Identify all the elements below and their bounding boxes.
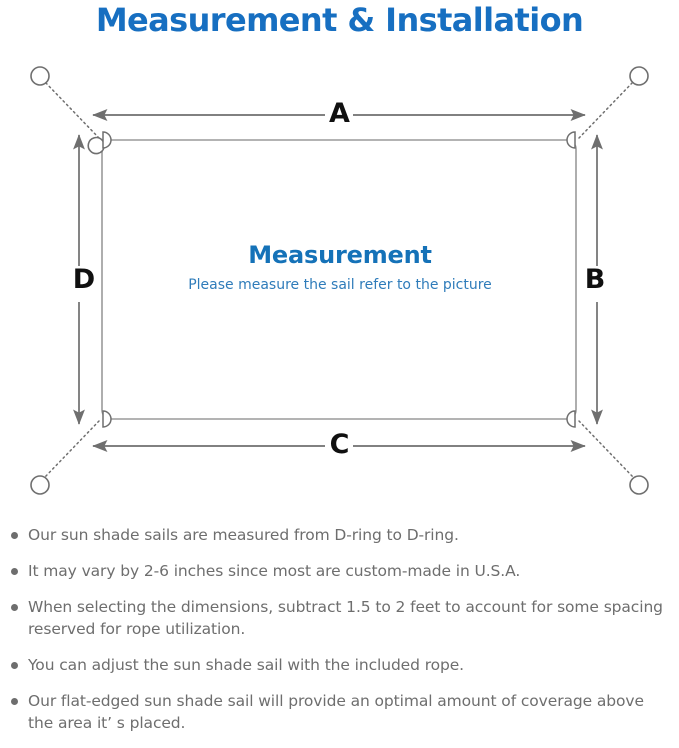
- d-ring-corner-br: [566, 410, 576, 428]
- dimension-label-b: B: [584, 264, 606, 295]
- d-ring-top-left: [87, 136, 106, 155]
- list-item: Our sun shade sails are measured from D-…: [0, 524, 679, 546]
- bullet-icon: [11, 604, 18, 611]
- rope-line-bottom-right: [578, 420, 634, 478]
- rope-line-bottom-left: [44, 420, 100, 478]
- list-item-text: Our sun shade sails are measured from D-…: [28, 526, 459, 544]
- list-item-text: It may vary by 2-6 inches since most are…: [28, 562, 521, 580]
- list-item-text: When selecting the dimensions, subtract …: [28, 598, 663, 638]
- anchor-ring-bottom-left: [30, 475, 50, 495]
- dimension-label-c: C: [329, 429, 350, 460]
- list-item: You can adjust the sun shade sail with t…: [0, 654, 679, 676]
- d-ring-corner-bl: [102, 410, 112, 428]
- bullet-icon: [11, 532, 18, 539]
- sail-panel: [101, 139, 577, 420]
- anchor-ring-bottom-right: [629, 475, 649, 495]
- dimension-label-a: A: [329, 98, 350, 129]
- bullet-icon: [11, 662, 18, 669]
- rope-line-top-left: [44, 81, 100, 139]
- measurement-diagram: Measurement Please measure the sail refe…: [0, 44, 679, 522]
- list-item-text: Our flat-edged sun shade sail will provi…: [28, 692, 644, 732]
- list-item: It may vary by 2-6 inches since most are…: [0, 560, 679, 582]
- bullet-icon: [11, 698, 18, 705]
- list-item: Our flat-edged sun shade sail will provi…: [0, 690, 679, 734]
- page-title: Measurement & Installation: [95, 1, 584, 39]
- rope-line-top-right: [578, 81, 634, 139]
- bullet-icon: [11, 568, 18, 575]
- notes-list: Our sun shade sails are measured from D-…: [0, 524, 679, 748]
- anchor-ring-top-left: [30, 66, 50, 86]
- d-ring-corner-tr: [566, 131, 576, 149]
- list-item: When selecting the dimensions, subtract …: [0, 596, 679, 640]
- anchor-ring-top-right: [629, 66, 649, 86]
- list-item-text: You can adjust the sun shade sail with t…: [28, 656, 465, 674]
- dimension-label-d: D: [72, 264, 96, 295]
- d-ring-corner-tl: [102, 131, 112, 149]
